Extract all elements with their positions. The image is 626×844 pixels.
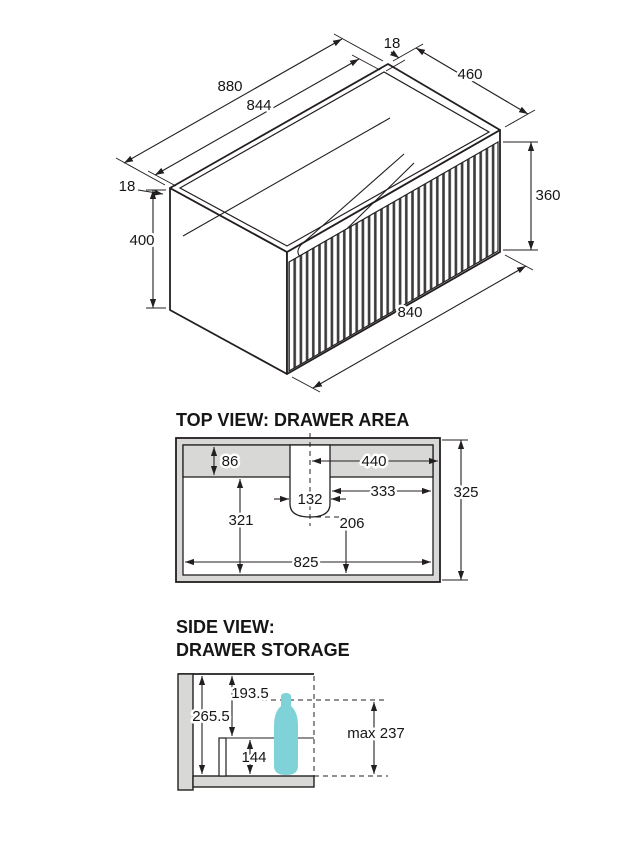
dim-left-clear-depth: 321 bbox=[226, 479, 256, 573]
dim-label-18-top: 18 bbox=[384, 35, 401, 52]
dim-overall-height: 400 bbox=[127, 189, 166, 309]
dim-label-193-5: 193.5 bbox=[231, 685, 269, 702]
dim-label-880: 880 bbox=[217, 78, 242, 95]
dim-label-400: 400 bbox=[129, 232, 154, 249]
dim-internal-width: 844 bbox=[147, 54, 381, 187]
dim-label-360: 360 bbox=[535, 187, 560, 204]
dim-top-clearance: 193.5 bbox=[229, 676, 271, 736]
isometric-view: 880 844 18 460 18 bbox=[115, 33, 563, 393]
dim-max-item-height: max 237 bbox=[345, 702, 407, 774]
dim-label-max-237: max 237 bbox=[347, 725, 405, 742]
dim-label-132: 132 bbox=[297, 491, 322, 508]
dim-centre-to-side: 440 bbox=[312, 451, 438, 473]
dim-label-18-left: 18 bbox=[119, 178, 136, 195]
dim-right-clear-width: 333 bbox=[332, 481, 431, 503]
dim-cutout-width: 132 bbox=[274, 489, 346, 511]
dim-front-width: 840 bbox=[291, 254, 534, 393]
side-view: SIDE VIEW: DRAWER STORAGE 193.5 265.5 14… bbox=[176, 617, 407, 791]
dim-label-86: 86 bbox=[222, 453, 239, 470]
dim-front-height: 360 bbox=[503, 141, 563, 251]
dim-side-panel-thickness: 18 bbox=[116, 176, 164, 198]
dim-label-265-5: 265.5 bbox=[192, 708, 230, 725]
side-view-title-line2: DRAWER STORAGE bbox=[176, 640, 350, 660]
dim-label-144: 144 bbox=[241, 749, 266, 766]
dim-back-rail-depth: 86 bbox=[210, 447, 241, 475]
top-view-title: TOP VIEW: DRAWER AREA bbox=[176, 410, 409, 430]
drawer-back-panel bbox=[218, 737, 227, 777]
dim-overall-depth: 325 bbox=[442, 439, 481, 581]
bottle-illustration bbox=[274, 693, 298, 775]
top-view: TOP VIEW: DRAWER AREA 86 440 333 325 bbox=[175, 410, 481, 583]
dim-label-844: 844 bbox=[246, 97, 271, 114]
dim-drawer-internal-depth: 144 bbox=[239, 740, 269, 774]
dim-label-840: 840 bbox=[397, 304, 422, 321]
dim-depth: 460 bbox=[392, 43, 536, 128]
dim-label-206: 206 bbox=[339, 515, 364, 532]
dim-label-440: 440 bbox=[361, 453, 386, 470]
side-view-title-line1: SIDE VIEW: bbox=[176, 617, 275, 637]
dim-label-460: 460 bbox=[457, 66, 482, 83]
dim-internal-width: 825 bbox=[185, 552, 431, 574]
dim-label-321: 321 bbox=[228, 512, 253, 529]
dim-label-333: 333 bbox=[370, 483, 395, 500]
dim-label-325: 325 bbox=[453, 484, 478, 501]
dim-label-825: 825 bbox=[293, 554, 318, 571]
cabinet-back-panel bbox=[177, 673, 194, 791]
dim-internal-height: 265.5 bbox=[190, 676, 232, 774]
dim-top-panel-thickness: 18 bbox=[381, 33, 406, 72]
drawer-bottom-panel bbox=[192, 775, 315, 788]
